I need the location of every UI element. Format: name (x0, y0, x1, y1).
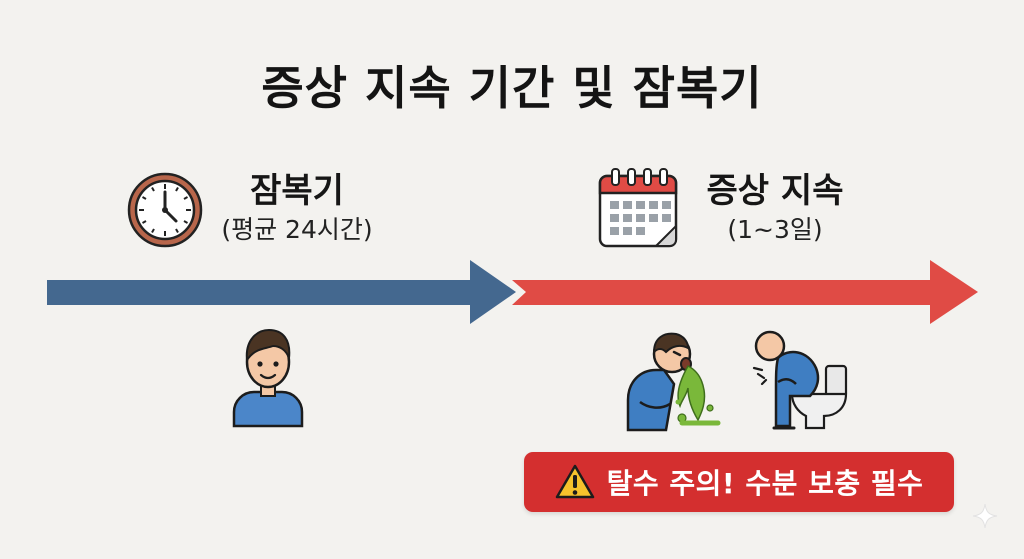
incubation-name: 잠복기 (250, 171, 344, 211)
toilet-person-icon (752, 330, 848, 430)
timeline-arrows (47, 260, 978, 324)
page-title: 증상 지속 기간 및 잠복기 (261, 61, 763, 115)
dehydration-warning-banner: 탈수 주의! 수분 보충 필수 (524, 452, 954, 512)
symptom-arrow (512, 260, 978, 324)
incubation-label: 잠복기 (평균 24시간) (192, 170, 402, 248)
clock-icon (127, 172, 203, 248)
person-icon (232, 328, 304, 428)
symptom-duration: (1~3일) (727, 215, 823, 244)
warning-text: 탈수 주의! 수분 보충 필수 (606, 467, 924, 500)
symptom-label: 증상 지속 (1~3일) (680, 170, 870, 248)
incubation-arrow (47, 260, 516, 324)
vomiting-person-icon (626, 332, 721, 432)
incubation-duration: (평균 24시간) (221, 215, 373, 244)
sparkle-icon (972, 503, 998, 529)
warning-icon (555, 464, 594, 499)
symptom-name: 증상 지속 (706, 171, 844, 211)
calendar-icon (598, 168, 678, 248)
